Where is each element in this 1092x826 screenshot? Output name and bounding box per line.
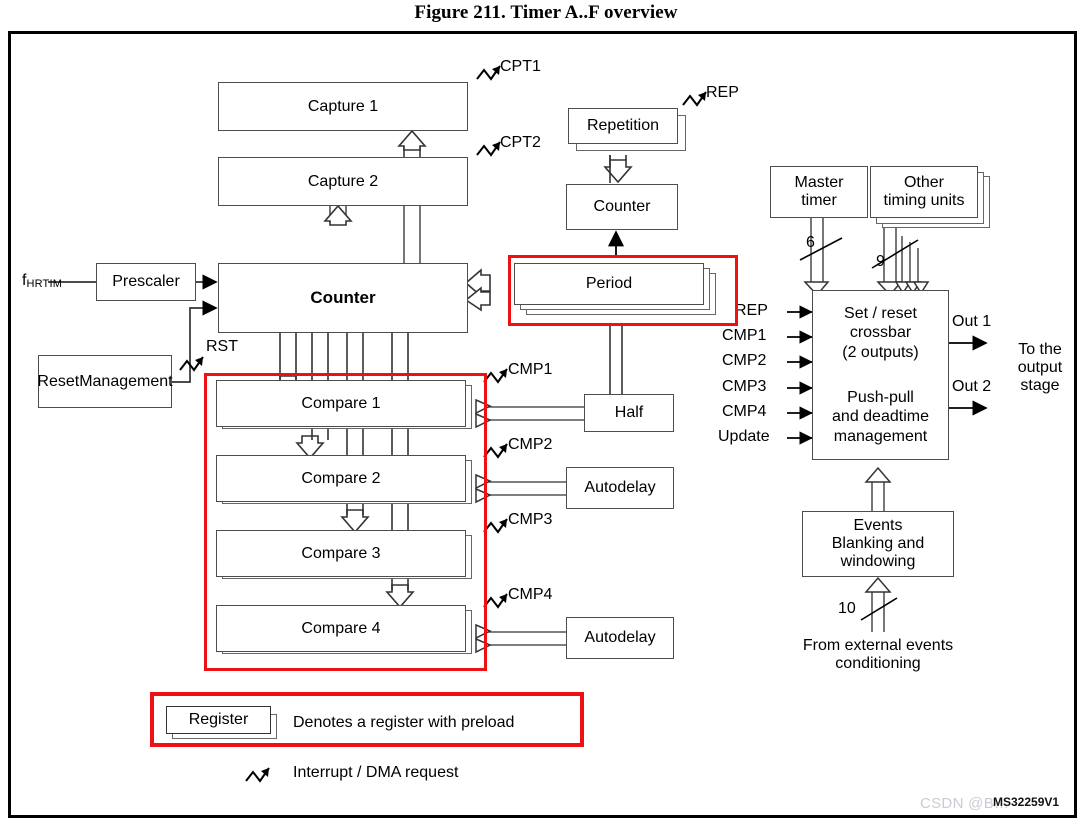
label-input-cmp3: CMP3 xyxy=(722,378,767,395)
pushpull-line3: management xyxy=(833,427,928,445)
block-autodelay-2[interactable]: Autodelay xyxy=(566,467,674,509)
to-output-line2: output xyxy=(1017,359,1063,377)
block-autodelay-4[interactable]: Autodelay xyxy=(566,617,674,659)
block-compare-2[interactable]: Compare 2 xyxy=(216,455,466,502)
block-prescaler[interactable]: Prescaler xyxy=(96,263,196,301)
label-input-cmp2: CMP2 xyxy=(722,352,767,369)
reset-management-line1: Reset xyxy=(37,372,80,390)
label-out2: Out 2 xyxy=(952,378,992,395)
label-bus-10: 10 xyxy=(838,600,856,617)
csdn-watermark: CSDN @B… xyxy=(920,795,1010,812)
other-timing-line2: timing units xyxy=(883,192,965,209)
from-external-line1: From external events xyxy=(802,637,954,654)
label-to-output-stage: To the output stage xyxy=(1000,341,1080,396)
block-counter-main[interactable]: Counter xyxy=(218,263,468,333)
label-cpt2: CPT2 xyxy=(500,134,541,151)
block-half[interactable]: Half xyxy=(584,394,674,432)
block-repetition[interactable]: Repetition xyxy=(568,108,678,144)
block-compare-1[interactable]: Compare 1 xyxy=(216,380,466,427)
master-timer-line2: timer xyxy=(801,192,837,209)
pushpull-line2: and deadtime xyxy=(832,408,929,426)
f-hrtim-base: f xyxy=(22,272,27,289)
label-cmp4-irq: CMP4 xyxy=(508,586,553,603)
reset-management-line2: Management xyxy=(79,372,173,390)
label-cmp1-irq: CMP1 xyxy=(508,361,553,378)
figure-title: Figure 211. Timer A..F overview xyxy=(414,2,678,23)
f-hrtim-sub: HRTIM xyxy=(26,278,63,290)
block-capture-2[interactable]: Capture 2 xyxy=(218,157,468,206)
label-input-cmp1: CMP1 xyxy=(722,327,767,344)
block-reset-management[interactable]: Reset Management xyxy=(37,355,173,408)
label-rep-irq: REP xyxy=(706,84,739,101)
events-line2: Blanking and xyxy=(831,535,925,553)
label-bus-9: 9 xyxy=(876,253,885,270)
events-line1: Events xyxy=(853,517,903,535)
from-external-line2: conditioning xyxy=(835,655,921,673)
crossbar-line2: crossbar xyxy=(849,324,912,342)
block-master-timer[interactable]: Master timer xyxy=(770,166,868,218)
pushpull-line1: Push-pull xyxy=(847,389,914,407)
master-timer-line1: Master xyxy=(794,174,844,192)
block-period[interactable]: Period xyxy=(514,263,704,305)
label-out1: Out 1 xyxy=(952,313,992,330)
label-cmp3-irq: CMP3 xyxy=(508,511,553,528)
label-input-rep: REP xyxy=(735,302,768,319)
to-output-line3: stage xyxy=(1020,377,1060,395)
block-compare-3[interactable]: Compare 3 xyxy=(216,530,466,577)
block-other-timing-units[interactable]: Other timing units xyxy=(870,166,978,218)
part-number-label: MS32259V1 xyxy=(993,795,1060,809)
legend-register-text: Denotes a register with preload xyxy=(293,714,515,731)
label-cmp2-irq: CMP2 xyxy=(508,436,553,453)
block-compare-4[interactable]: Compare 4 xyxy=(216,605,466,652)
block-events-blanking[interactable]: Events Blanking and windowing xyxy=(802,511,954,577)
label-from-external-events: From external events conditioning xyxy=(758,637,998,673)
legend-register-box: Register xyxy=(166,706,271,734)
label-f-hrtim: fHRTIM xyxy=(22,272,62,291)
label-input-update: Update xyxy=(718,428,770,445)
block-crossbar-pushpull[interactable]: Set / reset crossbar (2 outputs) Push-pu… xyxy=(812,290,949,460)
block-capture-1[interactable]: Capture 1 xyxy=(218,82,468,131)
label-bus-6: 6 xyxy=(806,234,815,251)
label-cpt1: CPT1 xyxy=(500,58,541,75)
crossbar-line3: (2 outputs) xyxy=(842,343,919,361)
events-line3: windowing xyxy=(840,552,916,570)
other-timing-line1: Other xyxy=(903,174,944,192)
block-counter-small[interactable]: Counter xyxy=(566,184,678,230)
crossbar-line1: Set / reset xyxy=(844,305,917,323)
label-rst: RST xyxy=(206,338,238,355)
legend-interrupt-text: Interrupt / DMA request xyxy=(293,764,459,781)
crossbar-label: Set / reset crossbar (2 outputs) xyxy=(842,304,918,362)
to-output-line1: To the xyxy=(1018,341,1062,358)
pushpull-label: Push-pull and deadtime management xyxy=(832,388,929,446)
label-input-cmp4: CMP4 xyxy=(722,403,767,420)
